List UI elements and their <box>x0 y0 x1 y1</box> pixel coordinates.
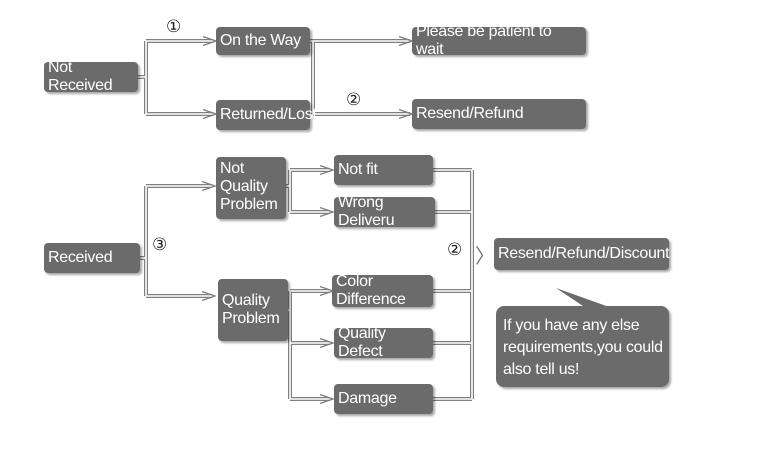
resend-refund-box: Resend/Refund <box>412 99 586 129</box>
quality-problem-box: Quality Problem <box>218 279 288 341</box>
marker-2-bottom: ② <box>447 240 463 260</box>
resend-refund-discount-box: Resend/Refund/Discount <box>494 238 670 270</box>
not-received-box: Not Received <box>44 59 138 94</box>
color-difference-box: Color Difference <box>332 273 433 308</box>
note-pointer <box>556 288 612 308</box>
marker-2-top: ② <box>346 90 362 110</box>
chevron-right-icon: 〉 <box>475 244 495 268</box>
on-the-way-box: On the Way <box>216 27 310 55</box>
quality-defect-box: Quality Defect <box>334 325 433 360</box>
note-bubble: If you have any else requirements,you co… <box>496 306 669 387</box>
returned-lost-box: Returned/Lost <box>216 100 317 130</box>
received-box: Received <box>44 243 140 273</box>
damage-box: Damage <box>334 384 433 414</box>
marker-3: ③ <box>152 235 168 255</box>
connectors-inner <box>137 40 473 400</box>
not-quality-problem-box: Not Quality Problem <box>216 157 286 219</box>
not-fit-box: Not fit <box>334 155 433 185</box>
please-wait-box: Please be patient to wait <box>412 23 586 58</box>
marker-1: ① <box>166 17 182 37</box>
wrong-delivery-box: Wrong Deliveru <box>334 194 435 229</box>
